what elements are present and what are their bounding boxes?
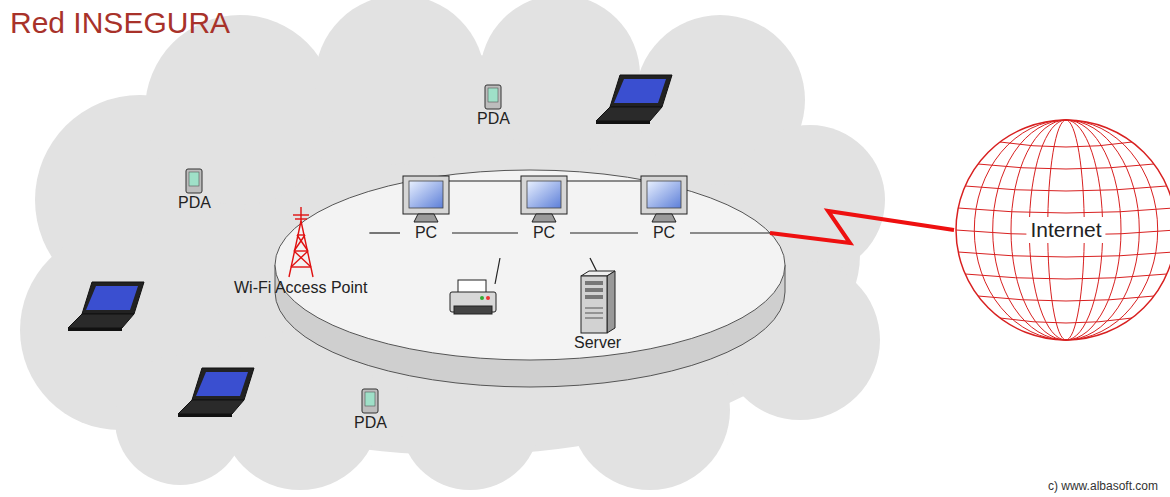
internet-globe: Internet (954, 118, 1170, 342)
network-link (570, 233, 638, 234)
pda-icon (484, 84, 502, 110)
node-label: Server (572, 334, 623, 352)
pda-node: PDA (176, 168, 213, 212)
node-label: PDA (352, 414, 389, 432)
lan-disk (275, 170, 785, 387)
pda-node: PDA (475, 84, 512, 128)
pda-icon (361, 388, 379, 414)
network-cloud (20, 0, 885, 490)
laptop-icon (596, 75, 672, 124)
network-link (369, 233, 400, 234)
server-node: Server (572, 270, 623, 352)
antenna-tower (284, 205, 318, 279)
printer-icon (450, 280, 496, 314)
pc-node: PC (400, 174, 452, 242)
node-label: PC (651, 224, 677, 242)
node-label: PC (413, 224, 439, 242)
node-label: Wi-Fi Access Point (232, 279, 369, 297)
pc-node: PC (518, 174, 570, 242)
lan-wires (428, 181, 668, 284)
laptop-icon (68, 282, 144, 331)
node-label: Internet (1026, 217, 1105, 243)
node-label: PDA (176, 194, 213, 212)
monitor-icon (518, 174, 570, 224)
ap-node: Wi-Fi Access Point (232, 205, 369, 297)
node-label: PC (531, 224, 557, 242)
pc-node: PC (638, 174, 690, 242)
monitor-icon (638, 174, 690, 224)
pda-icon (185, 168, 203, 194)
copyright-note: c) www.albasoft.com (1048, 479, 1158, 493)
node-label: PDA (475, 110, 512, 128)
network-link (452, 233, 518, 234)
server-tower (577, 270, 619, 334)
laptop-icon (178, 368, 254, 417)
pda-node: PDA (352, 388, 389, 432)
network-link (690, 211, 954, 243)
diagram-title: Red INSEGURA (10, 6, 230, 40)
monitor-icon (400, 174, 452, 224)
